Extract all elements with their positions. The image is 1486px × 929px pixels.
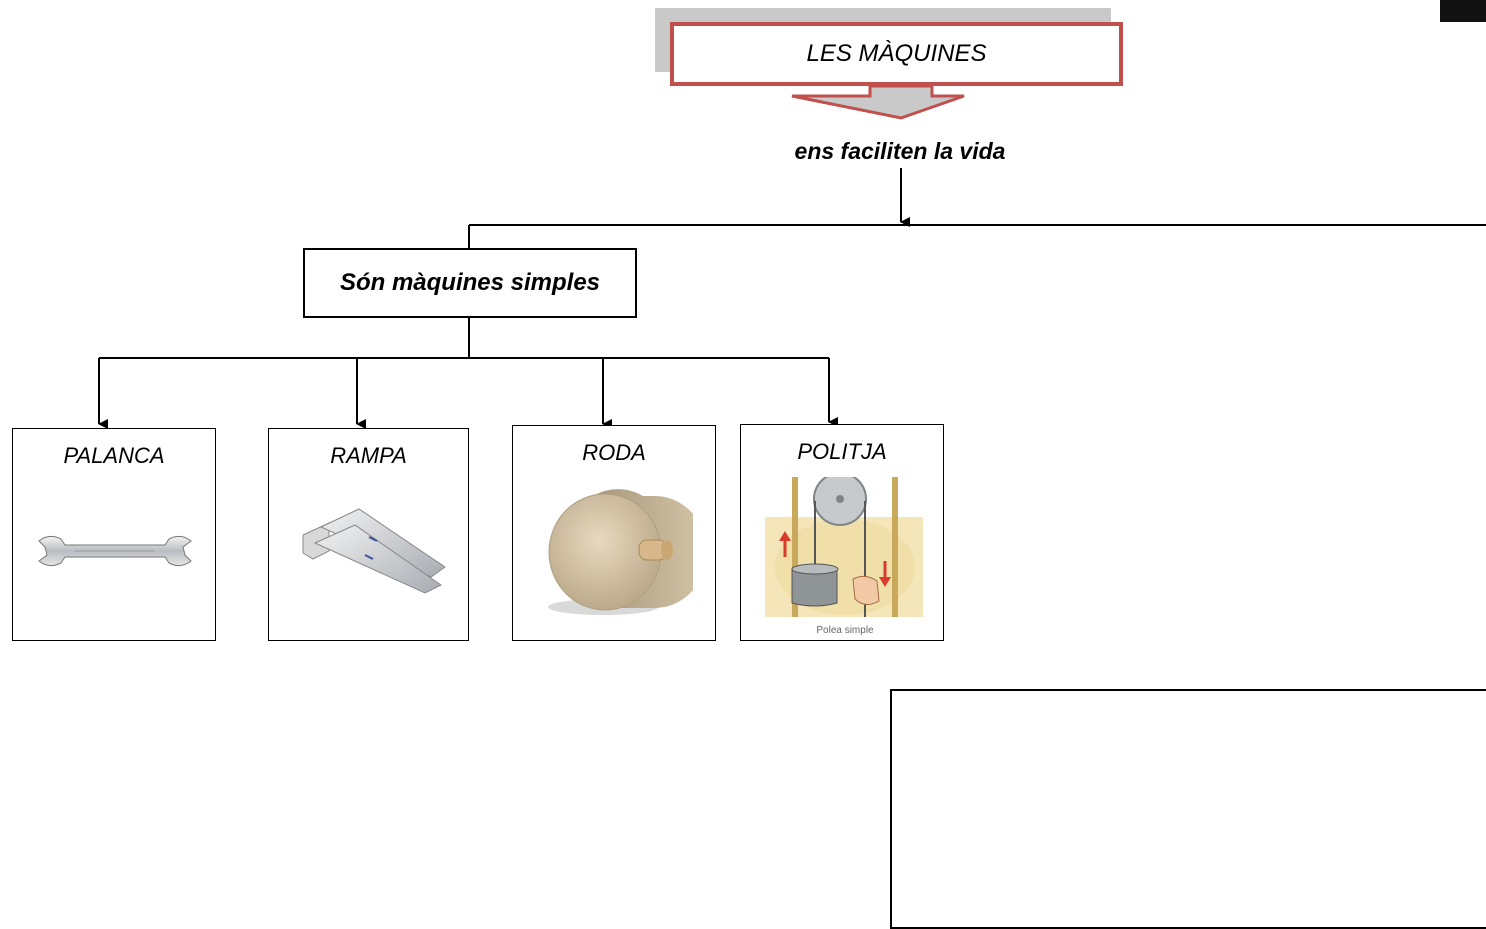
pulley-icon: Polea simple [765,477,923,636]
machine-box-palanca: PALANCA [12,428,216,641]
corner-mark [1440,0,1486,22]
ramp-icon [302,508,446,594]
machine-label: RAMPA [330,443,407,468]
simple-machines-label: Són màquines simples [339,269,601,296]
empty-answer-box [890,689,1486,929]
machine-label: RODA [582,440,646,465]
pulley-caption: Polea simple [816,625,874,636]
machine-box-politja: POLITJA Polea simple [740,424,944,641]
machine-label: PALANCA [63,443,165,468]
title-box: LES MÀQUINES [670,22,1123,86]
machine-label: POLITJA [797,439,887,464]
machine-box-rampa: RAMPA [268,428,469,641]
title-chevron-arrow [791,84,965,120]
subtitle: ens faciliten la vida [794,138,1006,164]
wheel-icon [548,489,693,615]
wrench-icon [38,535,192,567]
machine-box-roda: RODA [512,425,716,641]
simple-machines-box: Són màquines simples [303,248,637,318]
title-text: LES MÀQUINES [806,40,987,67]
